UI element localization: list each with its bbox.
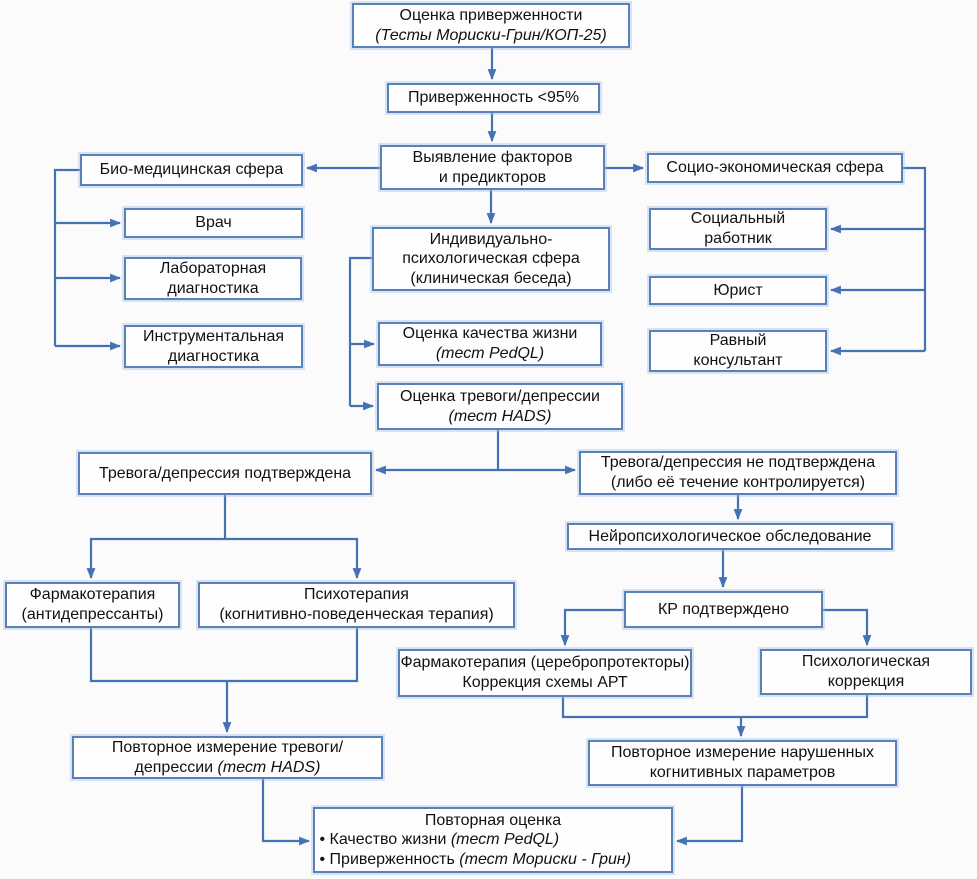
text-line: Оценка качества жизни (402, 325, 578, 343)
node-psychological-correction: Психологическая коррекция (760, 649, 972, 695)
text-segment: (тест PedQL) (450, 831, 560, 849)
text-line: Повторное измерение тревоги/ (111, 738, 344, 756)
node-social-worker: Социальный работник (649, 208, 827, 250)
text-line: Социальный (690, 210, 786, 228)
text-line: Равный (709, 332, 767, 350)
text-line: Нейропсихологическое обследование (588, 527, 872, 545)
text-line: Индивидуально- (429, 230, 553, 248)
text-line: Лабораторная (159, 259, 267, 277)
connector-socio-bracket (903, 166, 927, 351)
text-line: Юрист (713, 281, 763, 299)
text-line: Повторная оценка (424, 811, 562, 829)
connector-confirmed-to-pharmad (86, 537, 225, 580)
node-psychotherapy: Психотерапия (когнитивно-поведенческая т… (198, 582, 515, 628)
text-line: Выявление факторов (412, 148, 573, 166)
text-line: Оценка приверженности (399, 6, 583, 24)
node-pharmacotherapy-cerebroprotectors: Фармакотерапия (церебропротекторы) Корре… (398, 649, 692, 697)
text-line: диагностика (167, 279, 259, 297)
text-line: Повторное измерение нарушенных (610, 744, 874, 762)
text-line: Тревога/депрессия не подтверждена (600, 454, 876, 472)
node-adherence-assessment: Оценка приверженности (Тесты Мориски-Гри… (352, 3, 630, 48)
text-line: работник (704, 230, 772, 247)
node-instrumental-diagnostics: Инструментальная диагностика (124, 325, 303, 368)
node-individual-psychological-sphere: Индивидуально- психологическая сфера (кл… (372, 227, 610, 291)
node-socioeconomic-sphere: Социо-экономическая сфера (647, 153, 903, 183)
text-segment: депрессии (134, 758, 218, 776)
text-segment: • Качество жизни (319, 831, 451, 849)
text-line: (тест PedQL) (435, 345, 545, 362)
node-factor-identification: Выявление факторов и предикторов (380, 145, 605, 190)
text-segment: (тест Мориски - Грин) (459, 850, 632, 868)
node-lab-diagnostics: Лабораторная диагностика (124, 257, 302, 300)
connector-right-merge (561, 695, 869, 719)
text-line: (тест HADS) (448, 407, 552, 425)
text-line: Психотерапия (304, 586, 409, 604)
text-line: Врач (195, 214, 232, 232)
text-line: диагностика (167, 347, 260, 365)
bullet-item: • Качество жизни (тест PedQL) (311, 830, 676, 850)
connector-kr-to-pharmcer (560, 608, 624, 647)
text-line: Коррекция схемы АРТ (462, 674, 628, 691)
node-repeat-assessment: Повторная оценка • Качество жизни (тест … (313, 807, 673, 873)
text-line: (когнитивно-поведенческая терапия) (219, 606, 494, 623)
connector-confirmed-to-psyther (225, 537, 362, 580)
connector-left-merge (89, 628, 359, 683)
connector-biomed-bracket (53, 168, 80, 346)
text-line: Социо-экономическая сфера (666, 159, 884, 177)
text-line: Инструментальная (142, 327, 285, 345)
node-repeat-cognitive-measurement: Повторное измерение нарушенных когнитивн… (588, 740, 897, 786)
node-doctor: Врач (124, 208, 303, 238)
text-line: Био-медицинская сфера (99, 161, 284, 179)
text-line: депрессии (тест HADS) (74, 758, 381, 778)
text-line: (либо её течение контролируется) (610, 474, 866, 491)
text-line: и предикторов (438, 168, 547, 186)
text-line: (Тесты Мориски-Грин/КОП-25) (375, 26, 607, 44)
node-kr-confirmed: КР подтверждено (624, 591, 823, 628)
node-adherence-below-95: Приверженность <95% (387, 83, 600, 113)
node-biomedical-sphere: Био-медицинская сфера (80, 154, 303, 186)
text-segment: • Приверженность (319, 850, 460, 868)
connector-indpsych-bracket (348, 256, 372, 406)
text-line: консультант (693, 352, 783, 369)
text-line: Фармакотерапия (церебропротекторы) (400, 654, 690, 672)
text-line: КР подтверждено (657, 600, 790, 618)
connector-kr-to-psycorr (823, 608, 872, 647)
text-line: (клиническая беседа) (410, 269, 572, 287)
text-line: коррекция (827, 673, 905, 690)
text-line: когнитивных параметров (649, 764, 836, 781)
text-line: Тревога/депрессия подтверждена (98, 464, 352, 482)
node-lawyer: Юрист (649, 276, 827, 305)
connector-repanx-to-final (261, 779, 311, 846)
text-line: Фармакотерапия (29, 586, 156, 604)
connector-repcog-to-final (675, 786, 744, 846)
node-repeat-anxiety-measurement: Повторное измерение тревоги/ депрессии (… (72, 736, 383, 779)
node-anxiety-not-confirmed: Тревога/депрессия не подтверждена (либо … (579, 451, 897, 495)
node-peer-consultant: Равный консультант (649, 330, 827, 372)
text-line: Психологическая (801, 653, 931, 671)
text-line: Приверженность <95% (407, 89, 580, 107)
node-anxiety-depression-assessment: Оценка тревоги/депрессии (тест HADS) (377, 383, 623, 430)
node-anxiety-confirmed: Тревога/депрессия подтверждена (78, 452, 372, 495)
node-neuropsychological-examination: Нейропсихологическое обследование (567, 523, 893, 550)
text-segment: (тест HADS) (217, 758, 321, 776)
bullet-item: • Приверженность (тест Мориски - Грин) (311, 850, 676, 870)
node-pharmacotherapy-antidepressants: Фармакотерапия (антидепрессанты) (5, 582, 180, 628)
text-line: Оценка тревоги/депрессии (400, 387, 600, 405)
node-quality-of-life-assessment: Оценка качества жизни (тест PedQL) (378, 322, 602, 366)
text-line: (антидепрессанты) (21, 606, 164, 623)
text-line: психологическая сфера (402, 250, 580, 268)
